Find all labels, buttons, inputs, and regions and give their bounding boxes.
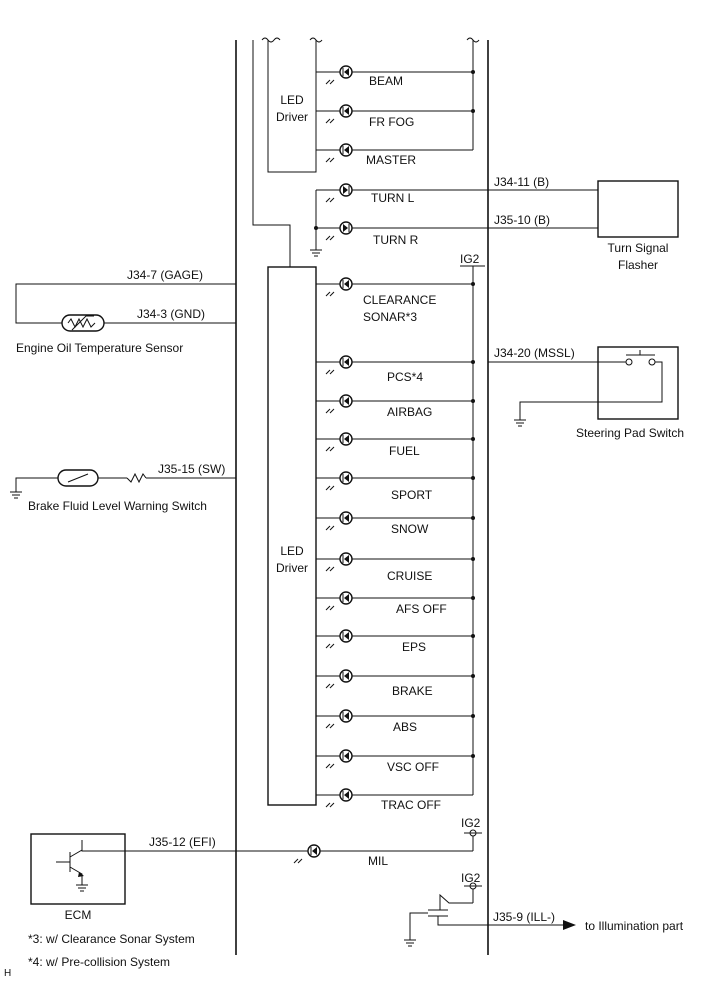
footnote-4: *4: w/ Pre-collision System xyxy=(28,955,170,969)
main-led-label: AFS OFF xyxy=(396,602,447,616)
turn-led-group: TURN L TURN R J34-11 (B) J35-10 (B) xyxy=(310,175,598,257)
top-led-label: BEAM xyxy=(369,74,403,88)
main-led-label: TRAC OFF xyxy=(381,798,441,812)
turn-r-label: TURN R xyxy=(373,233,419,247)
footnote-3: *3: w/ Clearance Sonar System xyxy=(28,932,195,946)
turn-flasher-label-2: Flasher xyxy=(618,258,658,272)
main-led-clearance: CLEARANCE SONAR*3 xyxy=(316,277,475,324)
top-led-driver-label-2: Driver xyxy=(276,110,308,124)
pin-ill: J35-9 (ILL-) xyxy=(493,910,555,924)
top-led-label: FR FOG xyxy=(369,115,414,129)
main-led-label: CLEARANCE xyxy=(363,293,436,307)
main-led-label: PCS*4 xyxy=(387,370,423,384)
main-led-airbag: AIRBAG xyxy=(316,394,475,419)
corner-mark: H xyxy=(4,968,11,979)
top-supply-bus xyxy=(466,37,480,150)
brake-fluid-level-warning-switch: J35-15 (SW) Brake Fluid Level Warning Sw… xyxy=(10,462,236,513)
illumination-driver: IG2 J35-9 (ILL-) to Illumination part xyxy=(404,871,684,947)
ig2-label-mil: IG2 xyxy=(461,816,481,830)
oil-sensor-label: Engine Oil Temperature Sensor xyxy=(16,341,183,355)
ig2-label-ill: IG2 xyxy=(461,871,481,885)
brake-switch-label: Brake Fluid Level Warning Switch xyxy=(28,499,207,513)
pin-gage: J34-7 (GAGE) xyxy=(127,268,203,282)
top-led-label: MASTER xyxy=(366,153,416,167)
main-led-driver: LED Driver xyxy=(267,266,317,806)
steering-pad-switch: J34-20 (MSSL) Steering Pad Switch xyxy=(488,346,684,440)
main-led-label: ABS xyxy=(393,720,417,734)
main-led-label: CRUISE xyxy=(387,569,432,583)
top-led-driver: LED Driver xyxy=(261,37,323,173)
main-led-label: EPS xyxy=(402,640,426,654)
main-led-label: BRAKE xyxy=(392,684,433,698)
mil-indicator: IG2 MIL xyxy=(236,816,482,868)
turn-flasher-label-1: Turn Signal xyxy=(608,241,669,255)
top-led-master: MASTER xyxy=(316,143,473,167)
ecm-label: ECM xyxy=(65,908,92,922)
main-led-sport: SPORT xyxy=(316,471,475,502)
ig2-label-main: IG2 xyxy=(460,252,480,266)
pin-gnd: J34-3 (GND) xyxy=(137,307,205,321)
main-led-vsc-off: VSC OFF xyxy=(316,749,475,774)
main-led-brake: BRAKE xyxy=(316,669,475,698)
driver-feed-wire xyxy=(252,40,291,267)
pin-sw: J35-15 (SW) xyxy=(158,462,225,476)
illumination-label: to Illumination part xyxy=(585,919,684,933)
main-led-eps: EPS xyxy=(316,629,475,654)
top-led-driver-label-1: LED xyxy=(280,93,304,107)
mil-label: MIL xyxy=(368,854,388,868)
main-led-label: SONAR*3 xyxy=(363,310,417,324)
top-led-fr-fog: FR FOG xyxy=(316,104,473,129)
main-led-label: FUEL xyxy=(389,444,420,458)
main-led-driver-label-2: Driver xyxy=(276,561,308,575)
main-led-label: AIRBAG xyxy=(387,405,432,419)
main-led-trac-off: TRAC OFF xyxy=(316,788,473,812)
pin-efi: J35-12 (EFI) xyxy=(149,835,216,849)
pin-turn-r: J35-10 (B) xyxy=(494,213,550,227)
pin-mssl: J34-20 (MSSL) xyxy=(494,346,575,360)
turn-signal-flasher: Turn Signal Flasher xyxy=(597,180,679,272)
ecm: ECM J35-12 (EFI) xyxy=(30,833,236,922)
main-led-label: SPORT xyxy=(391,488,433,502)
pin-turn-l: J34-11 (B) xyxy=(494,175,549,189)
top-led-beam: BEAM xyxy=(316,65,473,88)
main-led-cruise: CRUISE xyxy=(316,552,475,583)
main-led-afs-off: AFS OFF xyxy=(316,591,475,616)
turn-l-label: TURN L xyxy=(371,191,415,205)
ig2-bus: IG2 xyxy=(460,252,485,795)
main-led-driver-label-1: LED xyxy=(280,544,304,558)
main-led-abs: ABS xyxy=(316,709,475,734)
main-led-label: VSC OFF xyxy=(387,760,439,774)
main-led-fuel: FUEL xyxy=(316,432,475,458)
steering-switch-label: Steering Pad Switch xyxy=(576,426,684,440)
main-led-snow: SNOW xyxy=(316,511,475,536)
main-led-label: SNOW xyxy=(391,522,429,536)
engine-oil-temperature-sensor: J34-7 (GAGE) J34-3 (GND) Engine Oil Temp… xyxy=(15,268,236,355)
main-led-pcs: PCS*4 xyxy=(316,355,475,384)
